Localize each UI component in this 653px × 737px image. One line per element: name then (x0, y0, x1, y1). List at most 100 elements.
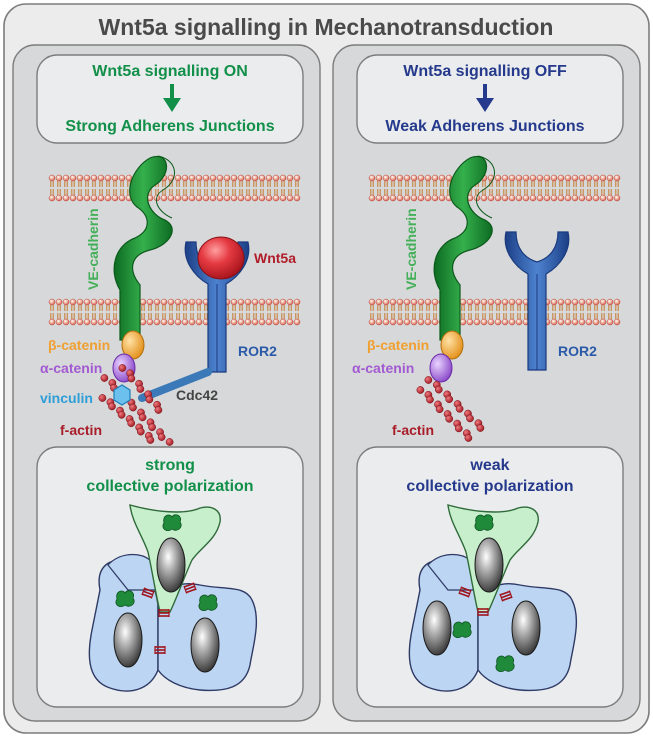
lipid-head (279, 174, 287, 182)
junction-bar (183, 585, 188, 594)
actin-bead (445, 395, 454, 404)
lipid-head (181, 194, 189, 202)
lipid-head (293, 174, 301, 182)
lipid-head (417, 318, 425, 326)
lipid-head (181, 174, 189, 182)
junction-tick (502, 596, 512, 602)
lipid-head (244, 298, 252, 306)
lipid-head (237, 318, 245, 326)
lipid-head (195, 174, 203, 182)
lipid-head (606, 318, 614, 326)
lipid-head (515, 194, 523, 202)
lipid-head (279, 194, 287, 202)
lipid-head (417, 174, 425, 182)
lipid-head (466, 318, 474, 326)
vinculin-protein (113, 384, 131, 406)
golgi (452, 621, 472, 638)
lipid-head (55, 318, 63, 326)
actin-bead (100, 374, 109, 382)
lipid-head (286, 298, 294, 306)
lipid-head (76, 174, 84, 182)
lipid-head (606, 194, 614, 202)
lipid-head (396, 194, 404, 202)
lipid-head (286, 194, 294, 202)
header-line2-off: Weak Adherens Junctions (385, 118, 584, 135)
lipid-head (293, 318, 301, 326)
lipid-head (97, 174, 105, 182)
lipid-head (403, 318, 411, 326)
lipid-head (515, 318, 523, 326)
lipid-head (571, 298, 579, 306)
lipid-head (188, 318, 196, 326)
actin-bead (454, 424, 463, 433)
lipid-head (83, 298, 91, 306)
lipid-head (83, 318, 91, 326)
junction-bar (499, 593, 504, 602)
lipid-head (599, 174, 607, 182)
cdc42-label: Cdc42 (176, 387, 218, 403)
junction-tick (459, 592, 469, 598)
lipid-head (550, 174, 558, 182)
ve-cadherin-label-off: VE-cadherin (403, 208, 419, 290)
junction (183, 582, 197, 594)
lipid-head (375, 298, 383, 306)
junction-tick (186, 588, 196, 594)
lipid-head (272, 174, 280, 182)
lipid-head (244, 174, 252, 182)
lipid-head (543, 194, 551, 202)
lipid-head (174, 318, 182, 326)
lipid-head (104, 174, 112, 182)
golgi (198, 594, 218, 611)
lipid-head (501, 194, 509, 202)
lipid-head (494, 318, 502, 326)
lipid-head (424, 194, 432, 202)
actin-bead (165, 438, 174, 446)
actin-bead (416, 386, 425, 394)
lipid-head (396, 318, 404, 326)
wnt5a-ligand (197, 236, 245, 280)
junction-tick (185, 585, 195, 591)
lipid-head (272, 318, 280, 326)
lipid-head (237, 194, 245, 202)
lipid-head (48, 318, 56, 326)
lipid-head (438, 174, 446, 182)
lipid-head (494, 174, 502, 182)
golgi (474, 514, 494, 531)
junction-tick (144, 587, 154, 593)
lipid-head (251, 318, 259, 326)
nucleus (422, 600, 452, 656)
actin-bead (445, 414, 454, 423)
golgi-off (452, 514, 515, 672)
actin-bead (108, 402, 116, 411)
nucleus (511, 600, 541, 656)
lipid-head (536, 194, 544, 202)
lipid-head (606, 298, 614, 306)
junction-bar (467, 589, 472, 598)
lipid-head (403, 174, 411, 182)
junction (154, 646, 166, 654)
actin-bead (145, 395, 154, 404)
lipid-head (557, 318, 565, 326)
lipid-head (146, 298, 154, 306)
junction-tick (142, 593, 152, 599)
ve-cadherin-on (113, 155, 175, 341)
junction (158, 609, 170, 617)
f-actin-label-off: f-actin (392, 422, 434, 438)
lipid-head (466, 298, 474, 306)
lipid-head (508, 194, 516, 202)
actin-bead (148, 423, 156, 432)
beta-catenin-off (440, 330, 464, 360)
lipid-head (592, 318, 600, 326)
lipid-head (237, 298, 245, 306)
lipid-head (508, 298, 516, 306)
lipid-head (251, 298, 259, 306)
lipid-head (188, 174, 196, 182)
lipid-head (522, 174, 530, 182)
lipid-head (480, 318, 488, 326)
lipid-head (90, 194, 98, 202)
lipid-head (104, 318, 112, 326)
lipid-head (272, 298, 280, 306)
lipid-head (181, 298, 189, 306)
lipid-head (90, 298, 98, 306)
lipid-head (382, 318, 390, 326)
